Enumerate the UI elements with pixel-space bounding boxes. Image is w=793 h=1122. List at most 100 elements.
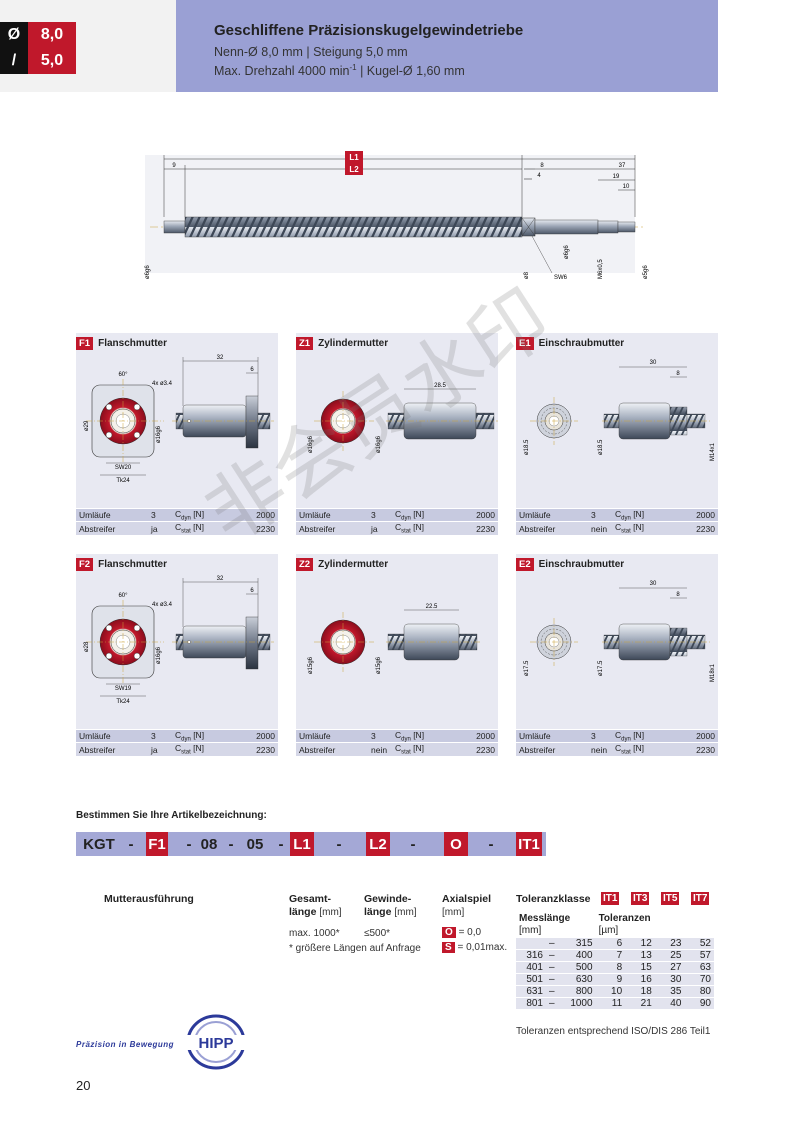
tolerance-table: Messlänge Toleranzen [mm] [µm] – 315 6 1… xyxy=(516,912,714,1009)
axialspiel-s: S = 0,01max. xyxy=(442,942,507,953)
nut-drawing: 60° 4x ø3.4 ø29 ø16g6 SW20 Tk24 32 6 xyxy=(84,355,274,484)
label-dia-side: ø18.5 xyxy=(598,439,604,455)
code-separator: - xyxy=(228,835,234,853)
tol-unit-mm: [mm] xyxy=(519,925,542,937)
label-sw6: SW6 xyxy=(554,275,568,281)
spec-row: Abstreifer nein Cstat [N] 2230 xyxy=(296,742,498,756)
spec-value: ja xyxy=(368,521,392,535)
panel-title-text: Zylindermutter xyxy=(318,558,389,570)
spec-value: nein xyxy=(588,742,612,756)
spec-line-2: Max. Drehzahl 4000 min-1 | Kugel-Ø 1,60 … xyxy=(214,60,718,79)
tol-it7: 63 xyxy=(684,960,714,973)
label-d8: ø8 xyxy=(524,271,530,279)
panel-title: E2 Einschraubmutter xyxy=(516,556,624,572)
axialspiel-o: O = 0,0 xyxy=(442,927,481,938)
code-segment-it1: IT1 xyxy=(516,832,542,856)
tol-to: 500 xyxy=(557,960,596,973)
label-d6g6-left: ø6g6 xyxy=(145,265,151,279)
spec-load-value: 2000 xyxy=(233,507,278,522)
code-separator: - xyxy=(410,835,416,853)
dim-l2-tag xyxy=(345,163,363,175)
order-code-title: Bestimmen Sie Ihre Artikelbezeichnung: xyxy=(76,810,267,821)
header-left-block: Ø 8,0 / 5,0 xyxy=(0,0,176,92)
spec-load-label: Cstat [N] xyxy=(172,742,234,756)
spec-load-label: Cdyn [N] xyxy=(612,507,674,522)
code-segment-o: O xyxy=(444,832,468,856)
spec-key: Abstreifer xyxy=(516,521,588,535)
dim-l2-label: L2 xyxy=(349,165,359,174)
spec-key: Abstreifer xyxy=(76,521,148,535)
tol-head-row: Messlänge Toleranzen xyxy=(516,912,714,925)
spec-load-value: 2000 xyxy=(673,507,718,522)
spec-load-value: 2230 xyxy=(233,742,278,756)
code-segment-f1: F1 xyxy=(146,832,168,856)
spec-ball: | Kugel-Ø 1,60 mm xyxy=(356,64,465,79)
panel-title: Z1 Zylindermutter xyxy=(296,335,388,351)
spec-value: ja xyxy=(148,521,172,535)
tol-dash: – xyxy=(546,984,558,997)
panel-title: E1 Einschraubmutter xyxy=(516,335,624,351)
page-number: 20 xyxy=(76,1078,91,1093)
spec-load-label: Cstat [N] xyxy=(392,742,454,756)
tol-row: 631 – 800 10 18 35 80 xyxy=(516,984,714,997)
panel-title-text: Flanschmutter xyxy=(98,337,167,349)
tol-from: 501 xyxy=(516,972,546,985)
tol-class-it3: IT3 xyxy=(631,892,650,905)
diameter-value: 8,0 xyxy=(28,22,76,48)
tol-dash: – xyxy=(546,996,558,1009)
tol-row: 801 – 1000 11 21 40 90 xyxy=(516,996,714,1009)
panel-title-text: Einschraubmutter xyxy=(538,558,625,570)
dim-9: 9 xyxy=(172,163,176,169)
tol-it3: 16 xyxy=(625,972,655,985)
dim-8: 8 xyxy=(540,163,544,169)
label-tk: Tk24 xyxy=(116,699,130,705)
spec-key: Umläufe xyxy=(296,507,368,522)
spec-load-label: Cstat [N] xyxy=(612,742,674,756)
tol-dash: – xyxy=(546,936,558,949)
code-segment-l2: L2 xyxy=(366,832,390,856)
spec-load-value: 2000 xyxy=(453,728,498,743)
tol-dash: – xyxy=(546,948,558,961)
tol-it3: 15 xyxy=(625,960,655,973)
panel-z1: Z1 Zylindermutter ø16g6 ø16g6 28.5 Umläu… xyxy=(296,333,498,535)
tol-dash: – xyxy=(546,960,558,973)
spec-key: Abstreifer xyxy=(296,521,368,535)
spec-key: Umläufe xyxy=(76,728,148,743)
label-dia-front: ø18.5 xyxy=(524,439,530,455)
label-thread: M18x1 xyxy=(710,663,716,682)
code-segment-kgt: KGT xyxy=(83,835,115,853)
tol-it3: 18 xyxy=(625,984,655,997)
diameter-badge: Ø 8,0 xyxy=(0,22,76,48)
tol-from: 631 xyxy=(516,984,546,997)
label-holes: 4x ø3.4 xyxy=(152,602,173,608)
tol-it3: 13 xyxy=(625,948,655,961)
label-dia-side: ø16g6 xyxy=(376,435,382,453)
tol-it1: 6 xyxy=(595,936,626,949)
label-dim-top: 22.5 xyxy=(426,604,438,610)
panel-title-text: Flanschmutter xyxy=(98,558,167,570)
spec-load-value: 2230 xyxy=(233,521,278,535)
label-mutter: Mutterausführung xyxy=(104,893,194,905)
label-dia-side: ø15g6 xyxy=(376,656,382,674)
label-dia-body: ø16g6 xyxy=(156,425,162,443)
panel-e2: E2 Einschraubmutter ø17.5 ø17.5 M18x1 30… xyxy=(516,554,718,756)
tol-to: 400 xyxy=(557,948,596,961)
spec-row: Abstreifer nein Cstat [N] 2230 xyxy=(516,742,718,756)
tol-it3: 21 xyxy=(625,996,655,1009)
dim-19: 19 xyxy=(613,174,620,180)
panel-title: Z2 Zylindermutter xyxy=(296,556,388,572)
label-dim-top: 32 xyxy=(217,576,224,582)
spec-table: Umläufe 3 Cdyn [N] 2000 Abstreifer nein … xyxy=(296,728,498,756)
slogan: Präzision in Bewegung xyxy=(76,1040,175,1049)
shaft-left-journal xyxy=(163,220,186,234)
spec-value: 3 xyxy=(588,728,612,743)
spec-value: 3 xyxy=(588,507,612,522)
tol-it5: 23 xyxy=(654,936,685,949)
spec-row: Umläufe 3 Cdyn [N] 2000 xyxy=(76,507,278,522)
dim-37: 37 xyxy=(619,163,626,169)
label-m6: M6x0,5 xyxy=(598,259,604,279)
gesamtlaenge-max: max. 1000* xyxy=(289,928,340,939)
tol-it5: 30 xyxy=(654,972,685,985)
gesamtlaenge-note: * größere Längen auf Anfrage xyxy=(289,943,421,954)
tol-it7: 57 xyxy=(684,948,714,961)
